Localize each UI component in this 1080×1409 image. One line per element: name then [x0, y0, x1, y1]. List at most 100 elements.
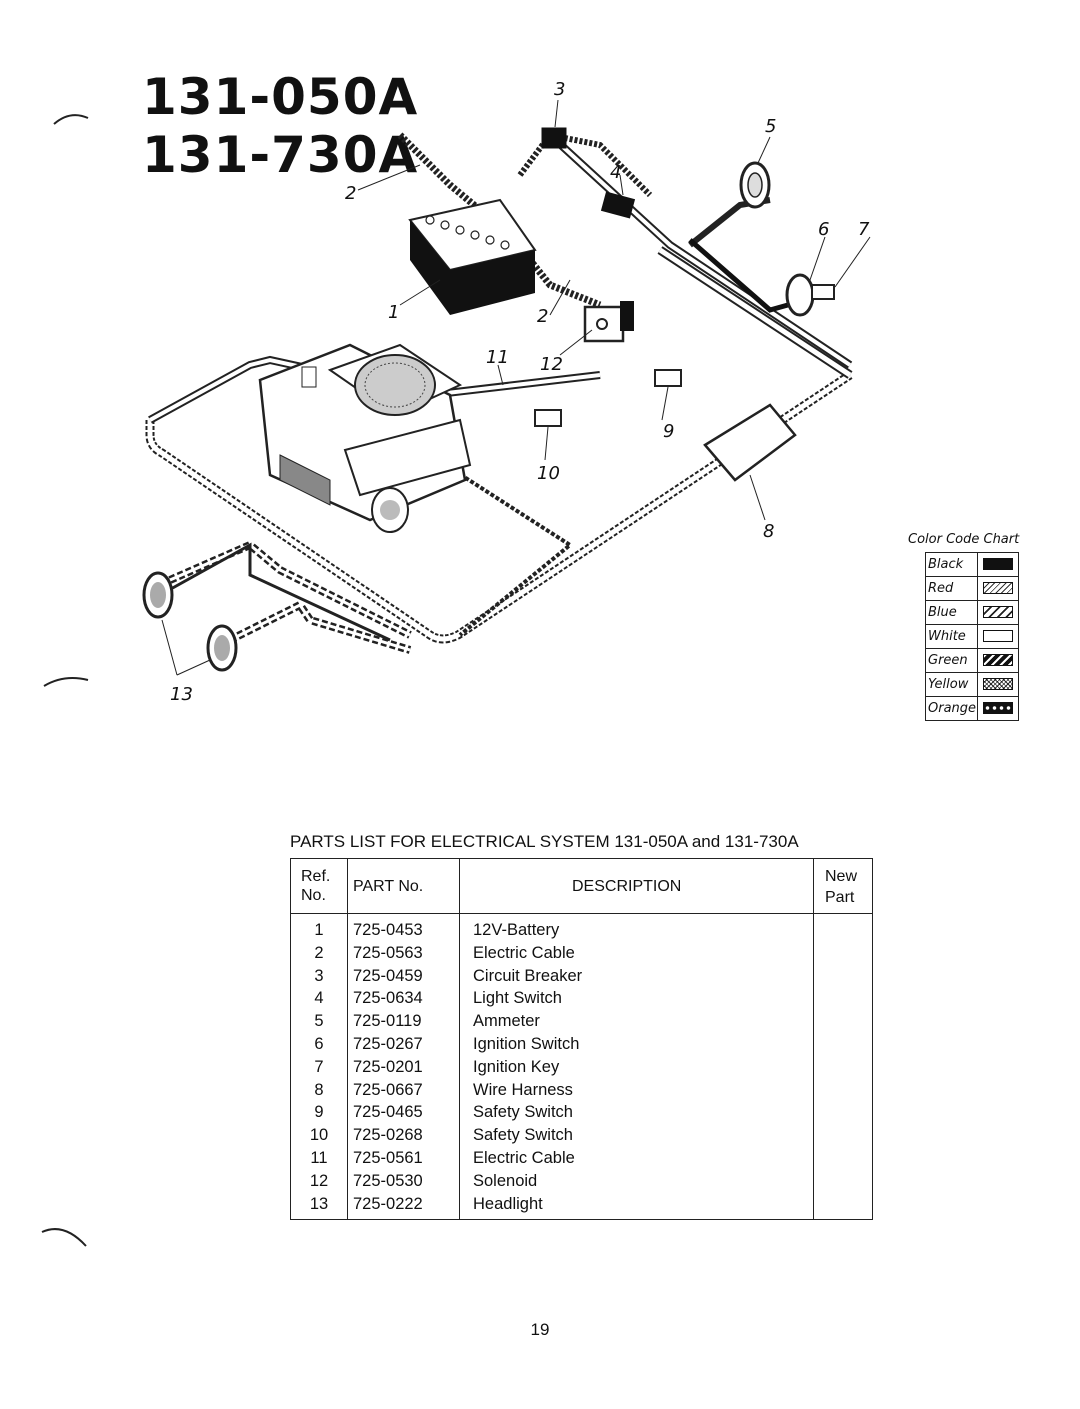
- description-cell: Electric Cable: [473, 943, 575, 962]
- part-number-cell: 725-0561: [353, 1149, 423, 1167]
- header-ref: No.: [301, 887, 326, 904]
- header-description: DESCRIPTION: [572, 878, 682, 895]
- description-cell: Headlight: [473, 1194, 543, 1213]
- ref-cell: 13: [309, 1194, 329, 1213]
- ref-cell: 6: [314, 1035, 324, 1053]
- light-switch: [600, 191, 636, 219]
- leader-3: [554, 99, 559, 128]
- color-row: Blue: [924, 600, 1020, 625]
- leader-11: [497, 364, 504, 386]
- description-cell: Safety Switch: [473, 1126, 573, 1145]
- page-number: 19: [530, 1320, 550, 1339]
- circuit-breaker: [541, 127, 567, 149]
- color-row: Yellow: [924, 672, 1020, 697]
- harness-outer: [145, 371, 853, 644]
- yellow-swatch: [983, 678, 1014, 691]
- header-new-part: New: [825, 868, 858, 885]
- description-cell: Safety Switch: [473, 1103, 573, 1122]
- orange-swatch: [983, 702, 1014, 715]
- part-number-cell: 725-0530: [353, 1171, 423, 1190]
- model-number-title: 131-730A: [142, 126, 419, 184]
- part-number-cell: 725-0268: [353, 1126, 423, 1145]
- callout-label: 12: [540, 354, 563, 375]
- callout-label: 1: [388, 302, 399, 323]
- leader-2b: [549, 279, 571, 316]
- leader-2: [357, 164, 421, 191]
- ammeter: [739, 161, 771, 209]
- leader-4: [619, 174, 624, 196]
- headlight: [142, 571, 174, 619]
- black-wire: [688, 238, 796, 313]
- description-cell: 12V-Battery: [473, 921, 560, 939]
- wiring-diagram: 1 2 2 3 4 5 6 7 8 9 10 11 12 13: [142, 79, 871, 705]
- solenoid: [583, 301, 634, 343]
- part-number-cell: 725-0465: [353, 1103, 423, 1122]
- header-part-no: PART No.: [353, 878, 424, 895]
- ref-cell: 10: [309, 1126, 329, 1145]
- parts-list-title: PARTS LIST FOR ELECTRICAL SYSTEM 131-050…: [290, 832, 799, 851]
- part-number-cell: 725-0453: [353, 921, 423, 939]
- color-row: Green: [924, 648, 1020, 673]
- ref-cell: 11: [310, 1149, 328, 1167]
- color-name: Black: [924, 552, 979, 577]
- callout-label: 2: [537, 306, 548, 327]
- ref-cell: 3: [314, 966, 324, 985]
- ref-cell: 1: [314, 921, 324, 939]
- ref-cell: 7: [314, 1057, 324, 1076]
- table-row: 6 725-0267 Ignition Switch: [291, 1033, 872, 1056]
- ref-cell: 12: [309, 1171, 329, 1190]
- description-cell: Electric Cable: [473, 1149, 575, 1167]
- blue-swatch: [983, 606, 1014, 619]
- color-row: White: [924, 624, 1020, 649]
- table-row: 10 725-0268 Safety Switch: [291, 1124, 872, 1147]
- callout-label: 11: [486, 347, 509, 368]
- scan-mark: [43, 677, 89, 687]
- part-number-cell: 725-0267: [353, 1035, 423, 1053]
- harness-inner: [147, 372, 852, 642]
- column-divider: [459, 859, 460, 1219]
- ref-cell: 4: [314, 989, 324, 1008]
- description-cell: Wire Harness: [473, 1080, 573, 1099]
- part-number-cell: 725-0222: [353, 1194, 423, 1213]
- ref-cell: 5: [314, 1012, 324, 1031]
- color-row: Black: [924, 552, 1020, 577]
- callout-label: 6: [818, 219, 829, 240]
- leader-8: [749, 474, 766, 521]
- color-row: Red: [924, 576, 1020, 601]
- color-name: Yellow: [924, 672, 979, 697]
- leader-12: [559, 329, 593, 356]
- callout-label: 8: [763, 521, 774, 542]
- description-cell: Circuit Breaker: [473, 966, 583, 985]
- ref-cell: 9: [314, 1103, 324, 1122]
- green-swatch: [983, 654, 1014, 667]
- color-code-chart: Color Code Chart Black Red Blue White Gr…: [908, 532, 1020, 721]
- color-name: Orange: [924, 696, 979, 721]
- safety-switch: [534, 409, 562, 427]
- callout-label: 2: [345, 183, 356, 204]
- battery-cable: [517, 131, 653, 198]
- wire-harness-sleeve: [703, 403, 797, 482]
- leader-1: [399, 279, 441, 306]
- part-number-cell: 725-0119: [353, 1012, 422, 1031]
- table-row: 13 725-0222 Headlight: [291, 1193, 872, 1216]
- header-divider: [291, 913, 872, 914]
- white-swatch: [983, 630, 1014, 643]
- header-ref: Ref.: [301, 868, 331, 885]
- scan-mark: [41, 1228, 87, 1247]
- column-divider: [813, 859, 814, 1219]
- callout-label: 7: [858, 219, 870, 240]
- engine: [258, 343, 472, 533]
- color-name: Green: [924, 648, 979, 673]
- battery-cable: [397, 132, 602, 309]
- leader-7: [834, 236, 871, 288]
- part-number-cell: 725-0667: [353, 1080, 423, 1099]
- callout-label: 9: [663, 421, 674, 442]
- description-cell: Ignition Switch: [473, 1035, 580, 1053]
- ignition-switch: [785, 273, 835, 317]
- callout-label: 13: [170, 684, 193, 705]
- callout-label: 5: [765, 116, 776, 137]
